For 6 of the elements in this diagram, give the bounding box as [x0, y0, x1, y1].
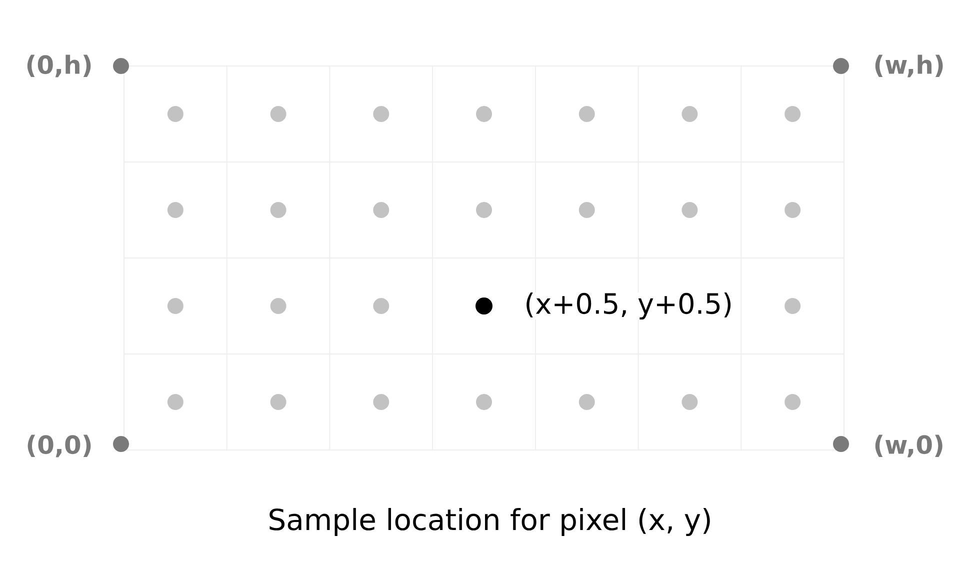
coordinate-label: (0,h) — [27, 54, 91, 78]
coordinate-label: (x+0.5, y+0.5) — [522, 292, 735, 320]
coordinate-label: (0,0) — [28, 434, 91, 458]
coordinate-label: (w,h) — [875, 54, 943, 78]
caption: Sample location for pixel (x, y) — [270, 508, 710, 536]
coordinate-label: (w,0) — [875, 434, 942, 458]
